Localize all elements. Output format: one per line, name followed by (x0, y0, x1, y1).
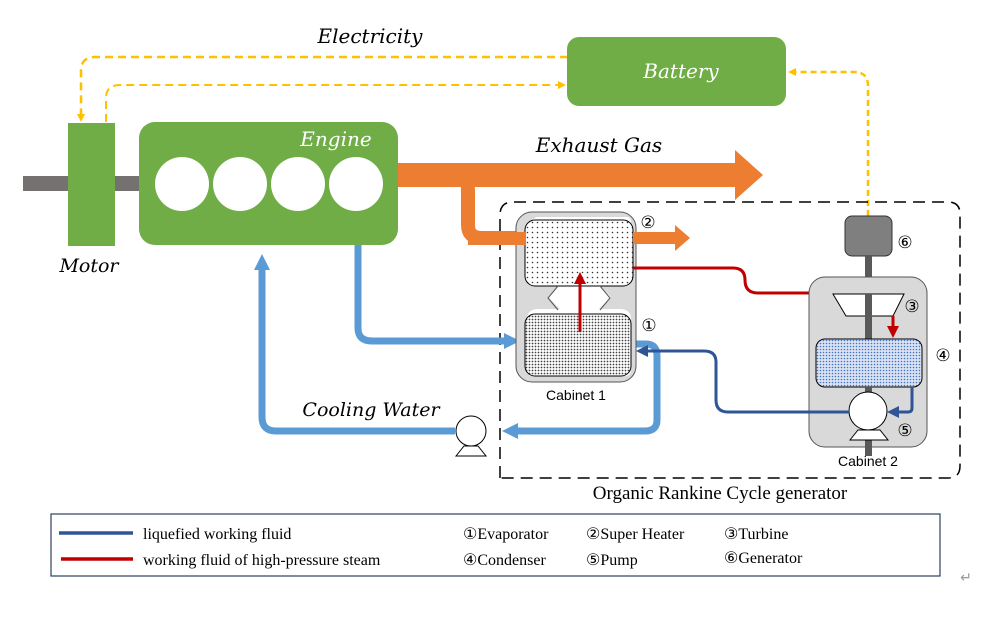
legend-item-evaporator: ①Evaporator (463, 526, 549, 543)
legend-item-super-heater: ②Super Heater (586, 526, 685, 543)
battery-label: Battery (642, 59, 719, 83)
exhaust-into-super-heater (468, 232, 526, 245)
legend-item-pump: ⑤Pump (586, 552, 638, 569)
electricity-line-to-motor (77, 55, 568, 122)
cabinet-1-label: Cabinet 1 (546, 387, 606, 403)
motor-block (68, 123, 115, 246)
legend: liquefied working fluid working fluid of… (50, 513, 941, 577)
cooling-water-label: Cooling Water (302, 399, 441, 421)
engine-label: Engine (299, 127, 371, 151)
cabinet-1: Cabinet 1 (515, 211, 637, 403)
cooling-pump-icon (454, 415, 488, 457)
engine-block: Engine (139, 122, 398, 245)
marker-condenser: ④ (935, 346, 950, 365)
steam-line-to-turbine (633, 266, 826, 299)
exhaust-out-arrow (633, 225, 690, 251)
electricity-label: Electricity (317, 24, 424, 48)
legend-item-generator: ⑥Generator (724, 550, 803, 567)
marker-generator: ⑥ (897, 233, 912, 252)
electricity-line-to-battery (105, 81, 566, 122)
cylinder-4 (329, 157, 383, 211)
legend-item-turbine: ③Turbine (724, 526, 788, 543)
marker-evaporator: ① (641, 316, 656, 335)
marker-turbine: ③ (904, 297, 919, 316)
legend-item-condenser: ④Condenser (463, 552, 546, 569)
orc-generator-label: Organic Rankine Cycle generator (593, 483, 848, 504)
condenser (815, 338, 923, 388)
cylinder-1 (155, 157, 209, 211)
battery-box: Battery (567, 37, 786, 106)
paragraph-mark: ↵ (960, 569, 972, 585)
electricity-lines (77, 55, 870, 216)
marker-super-heater: ② (640, 213, 655, 232)
liquid-pump-to-evaporator (636, 345, 849, 414)
cooling-water-loop (254, 245, 661, 439)
marker-pump: ⑤ (897, 421, 912, 440)
electricity-line-from-generator (788, 68, 870, 216)
super-heater (524, 219, 634, 287)
motor-label: Motor (58, 255, 120, 277)
legend-label-liquid: liquefied working fluid (143, 526, 291, 543)
pump-icon (848, 391, 888, 431)
cabinet-2-label: Cabinet 2 (838, 453, 898, 469)
exhaust-gas-label: Exhaust Gas (535, 133, 662, 157)
cylinder-3 (271, 157, 325, 211)
orc-boundary (499, 201, 961, 479)
liquid-condenser-to-pump (887, 387, 914, 418)
evaporator (524, 313, 632, 377)
legend-label-steam: working fluid of high-pressure steam (143, 552, 381, 569)
cylinder-2 (213, 157, 267, 211)
generator-block (844, 215, 893, 257)
